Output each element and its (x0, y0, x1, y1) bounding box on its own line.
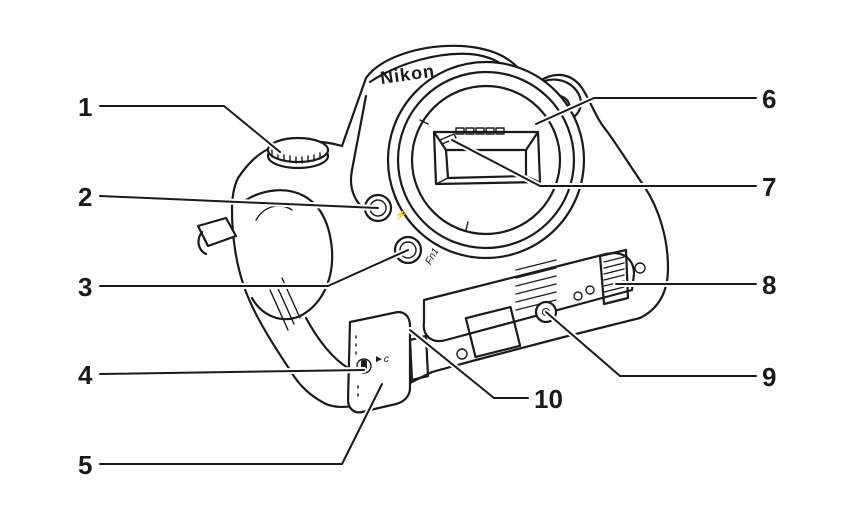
cpu-contacts (439, 127, 505, 145)
callout-1: 1 (78, 92, 92, 122)
grip-front (244, 189, 334, 321)
speaker-grille (598, 248, 630, 306)
leader-4 (99, 369, 365, 375)
svg-text:⚡: ⚡ (394, 208, 407, 221)
callout-6: 6 (762, 84, 776, 114)
leader-5 (99, 383, 383, 465)
bottom-plate (422, 248, 646, 360)
callout-7: 7 (762, 172, 776, 202)
callout-8: 8 (762, 270, 776, 300)
leader-6 (535, 97, 757, 125)
leader-10 (409, 329, 529, 399)
leader-2 (99, 195, 379, 209)
leader-1 (99, 105, 281, 153)
svg-text:►c: ►c (374, 354, 389, 365)
connector-cover: ►c (346, 310, 430, 414)
callout-10: 10 (534, 384, 563, 414)
callout-2: 2 (78, 182, 92, 212)
leader-3 (99, 249, 409, 287)
leader-9 (545, 311, 757, 377)
strap-eyelet-left (196, 216, 238, 256)
callout-4: 4 (78, 360, 93, 390)
callout-3: 3 (78, 272, 92, 302)
sub-command-dial (266, 136, 330, 170)
callout-5: 5 (78, 450, 92, 480)
leader-lines (97, 95, 759, 467)
leader-7 (451, 139, 757, 187)
callout-numbers: 1 2 3 4 5 6 7 8 9 10 (78, 84, 776, 480)
callout-9: 9 (762, 362, 776, 392)
